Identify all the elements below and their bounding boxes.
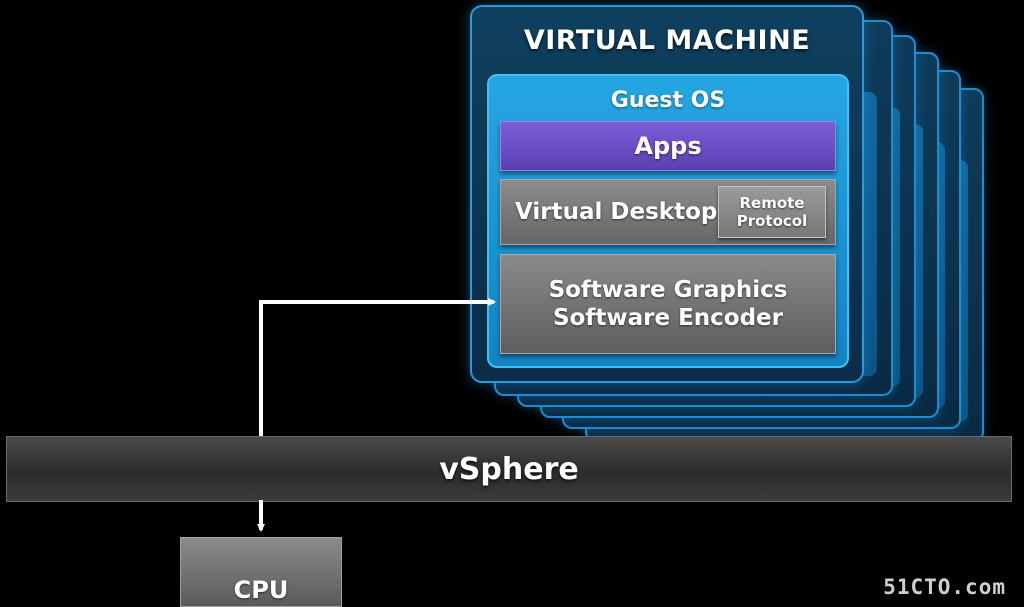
vsphere-bar: vSphere — [6, 436, 1012, 502]
remote-protocol-line-2: Protocol — [736, 212, 808, 230]
remote-protocol-line-1: Remote — [739, 194, 805, 212]
watermark: 51CTO.com — [883, 575, 1006, 599]
arrow-to-software-graphics — [259, 298, 496, 436]
apps-layer: Apps — [500, 121, 836, 171]
apps-label: Apps — [634, 132, 702, 160]
vsphere-label: vSphere — [439, 451, 579, 487]
remote-protocol-block: Remote Protocol — [718, 186, 826, 238]
software-graphics-layer: Software Graphics Software Encoder — [500, 254, 836, 354]
virtual-machine-title: VIRTUAL MACHINE — [523, 25, 811, 56]
guest-os-label: Guest OS — [610, 88, 726, 113]
virtual-desktop-label: Virtual Desktop — [515, 199, 718, 225]
software-graphics-line-2: Software Encoder — [552, 305, 783, 331]
cpu-block: CPU — [180, 537, 342, 607]
software-graphics-line-1: Software Graphics — [548, 277, 788, 303]
cpu-label: CPU — [233, 576, 289, 604]
